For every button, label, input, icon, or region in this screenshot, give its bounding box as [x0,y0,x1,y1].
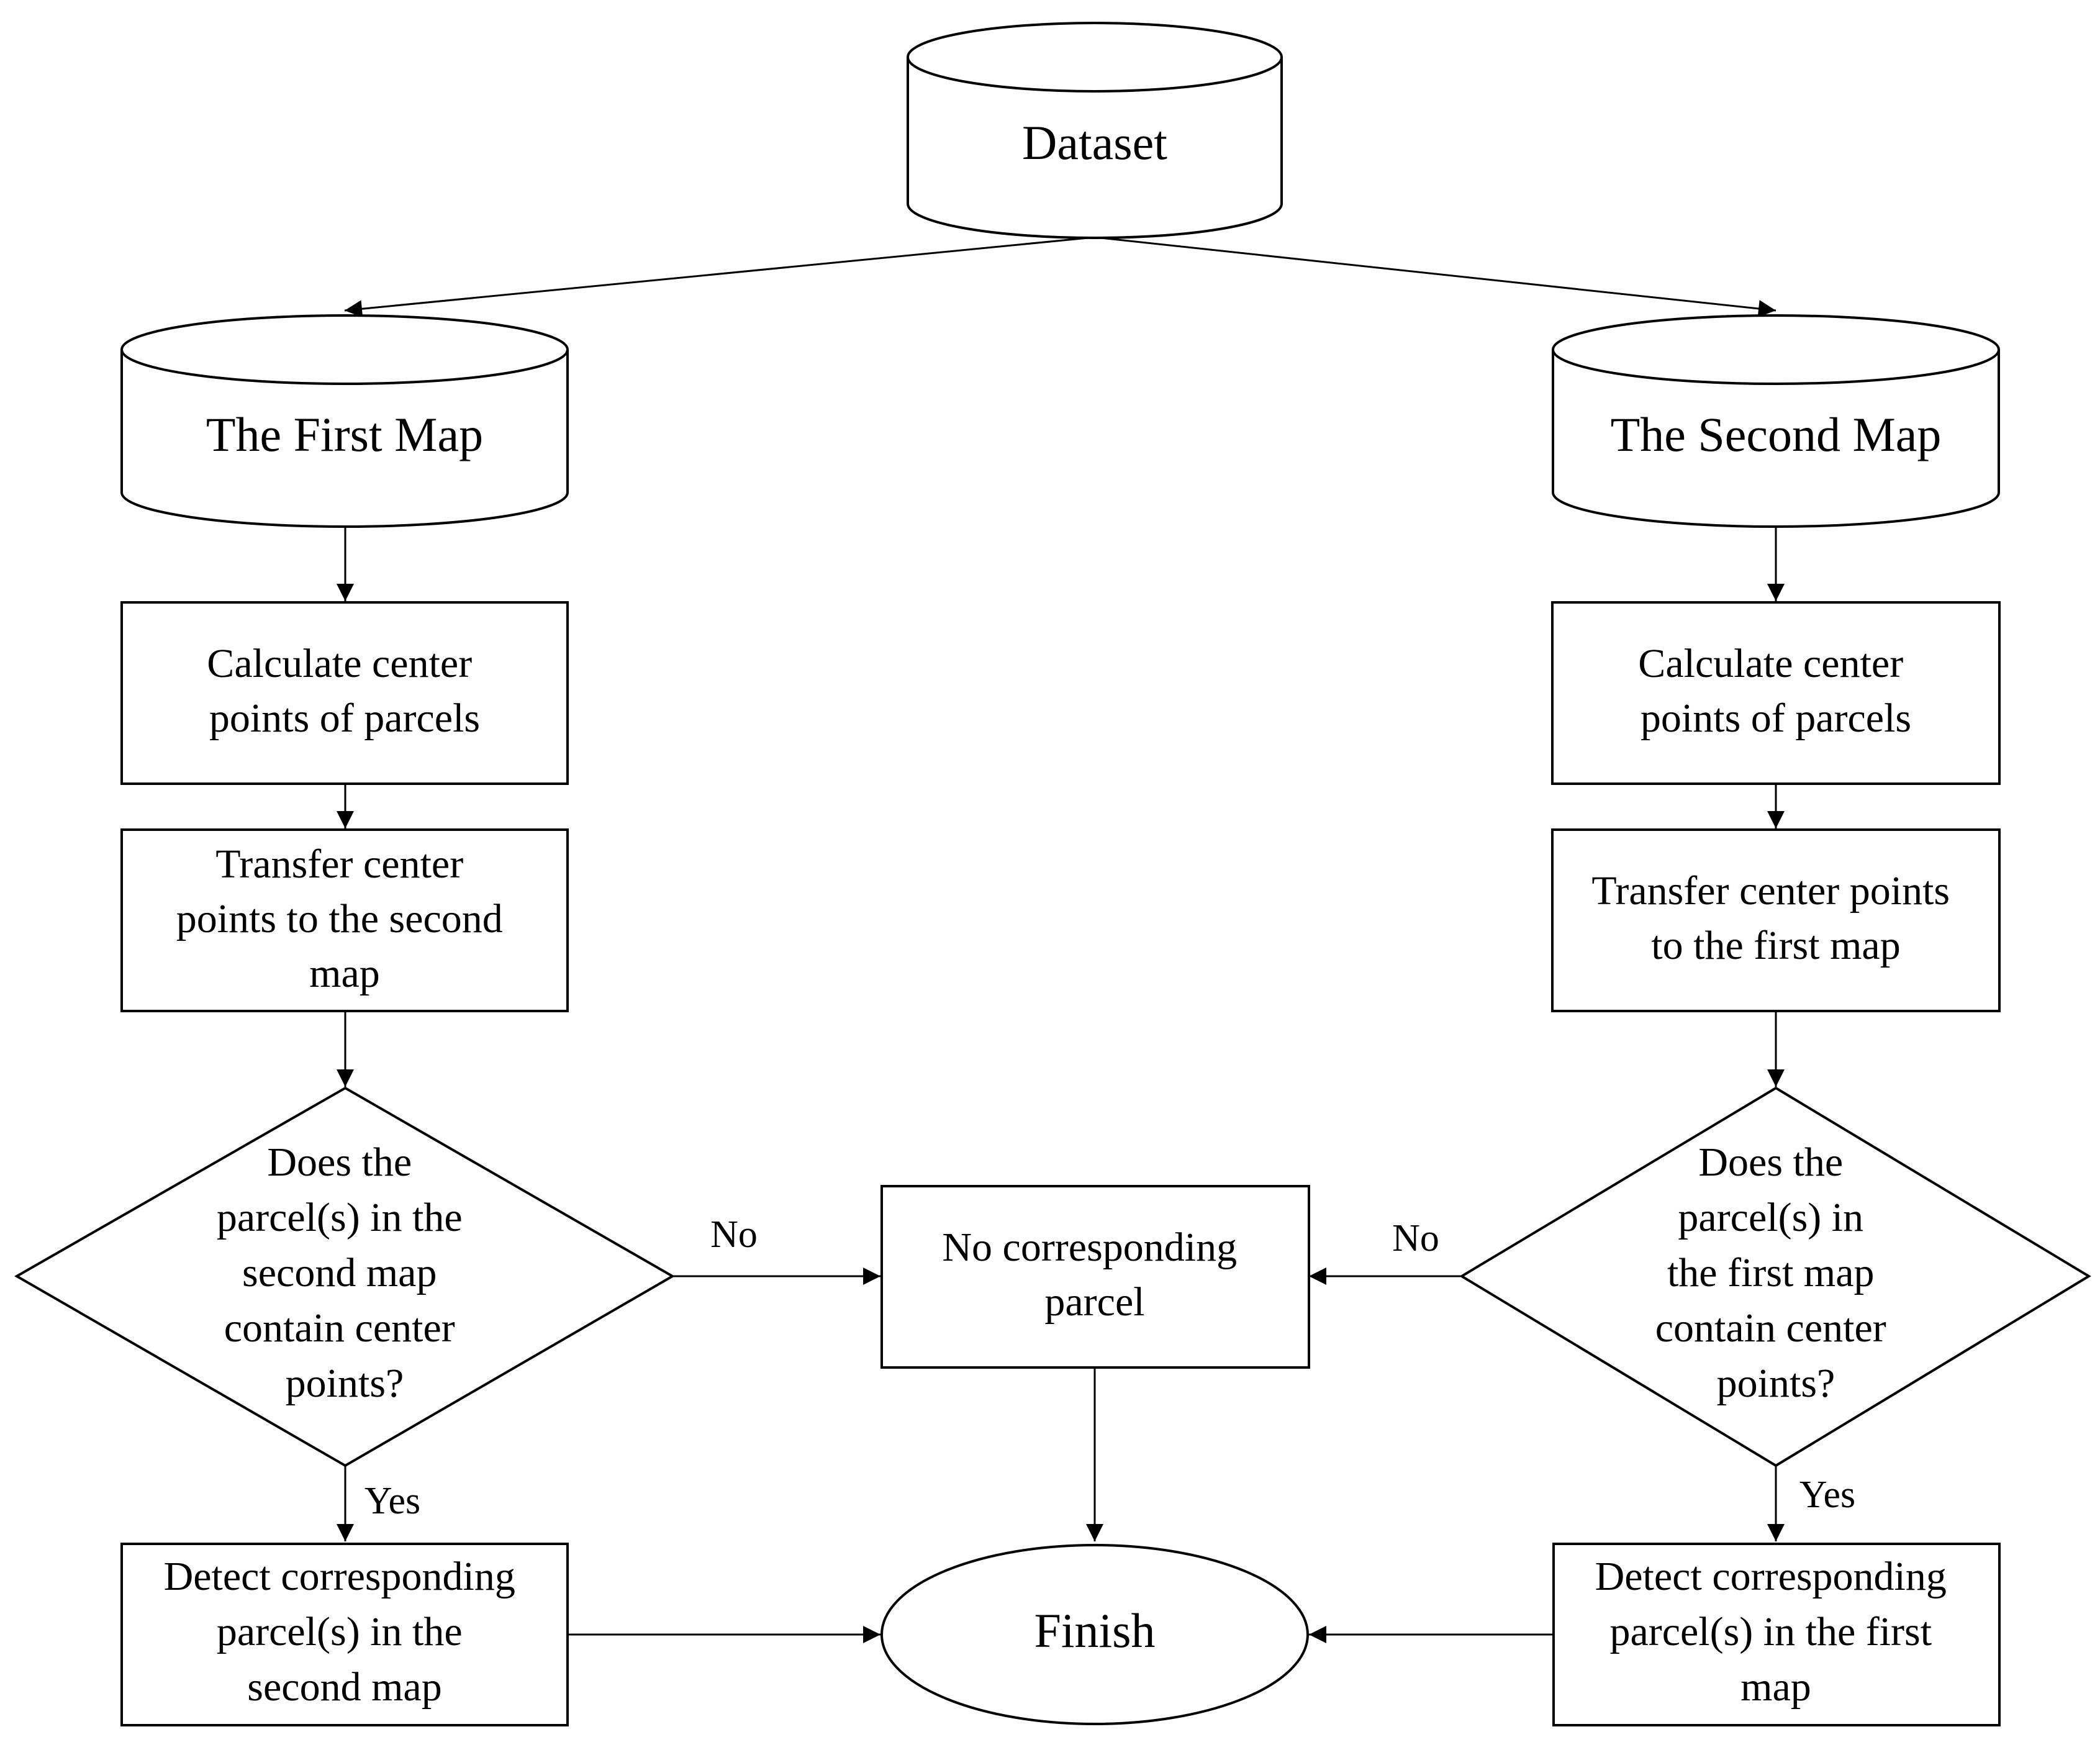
right-yes-label: Yes [1799,1474,1855,1516]
transfer-left-box [120,828,569,1012]
transfer-left-label: Transfer center points to the second map [176,841,514,996]
left-yes-label: Yes [364,1480,420,1522]
left-no-label: No [710,1213,758,1256]
detect-right-box [1552,1543,2001,1726]
second-map-label: The Second Map [1611,407,1942,461]
right-no-label: No [1392,1217,1439,1259]
decision-right-diamond [1459,1086,2091,1467]
calc-left-box [120,601,569,785]
second-map-cylinder [1552,314,2000,528]
finish-ellipse [880,1544,1309,1725]
detect-left-label: Detect corresponding parcel(s) in the se… [164,1554,526,1710]
calc-right-box [1551,601,2001,785]
dataset-label: Dataset [1022,116,1167,170]
transfer-right-label: Transfer center points to the first map [1591,868,1960,968]
first-map-cylinder [120,314,569,528]
detect-right-label: Detect corresponding parcel(s) in the fi… [1595,1554,1957,1710]
first-map-label: The First Map [206,407,483,461]
decision-right-label: Does the parcel(s) in the first map cont… [1655,1140,1896,1406]
no-corresponding-box [880,1185,1310,1369]
dataset-cylinder [907,22,1283,239]
no-corresponding-label: No corresponding parcel [942,1225,1247,1325]
calc-left-label: Calculate center points of parcels [207,641,482,741]
transfer-right-box [1551,828,2001,1012]
decision-left-diamond [14,1086,676,1467]
decision-left-label: Does the parcel(s) in the second map con… [217,1140,473,1406]
finish-label: Finish [1034,1603,1155,1658]
arrow-dataset-to-first-map [344,236,1095,318]
arrow-dataset-to-second-map [1094,236,1776,317]
calc-right-label: Calculate center points of parcels [1638,641,1913,741]
detect-left-box [120,1543,569,1726]
